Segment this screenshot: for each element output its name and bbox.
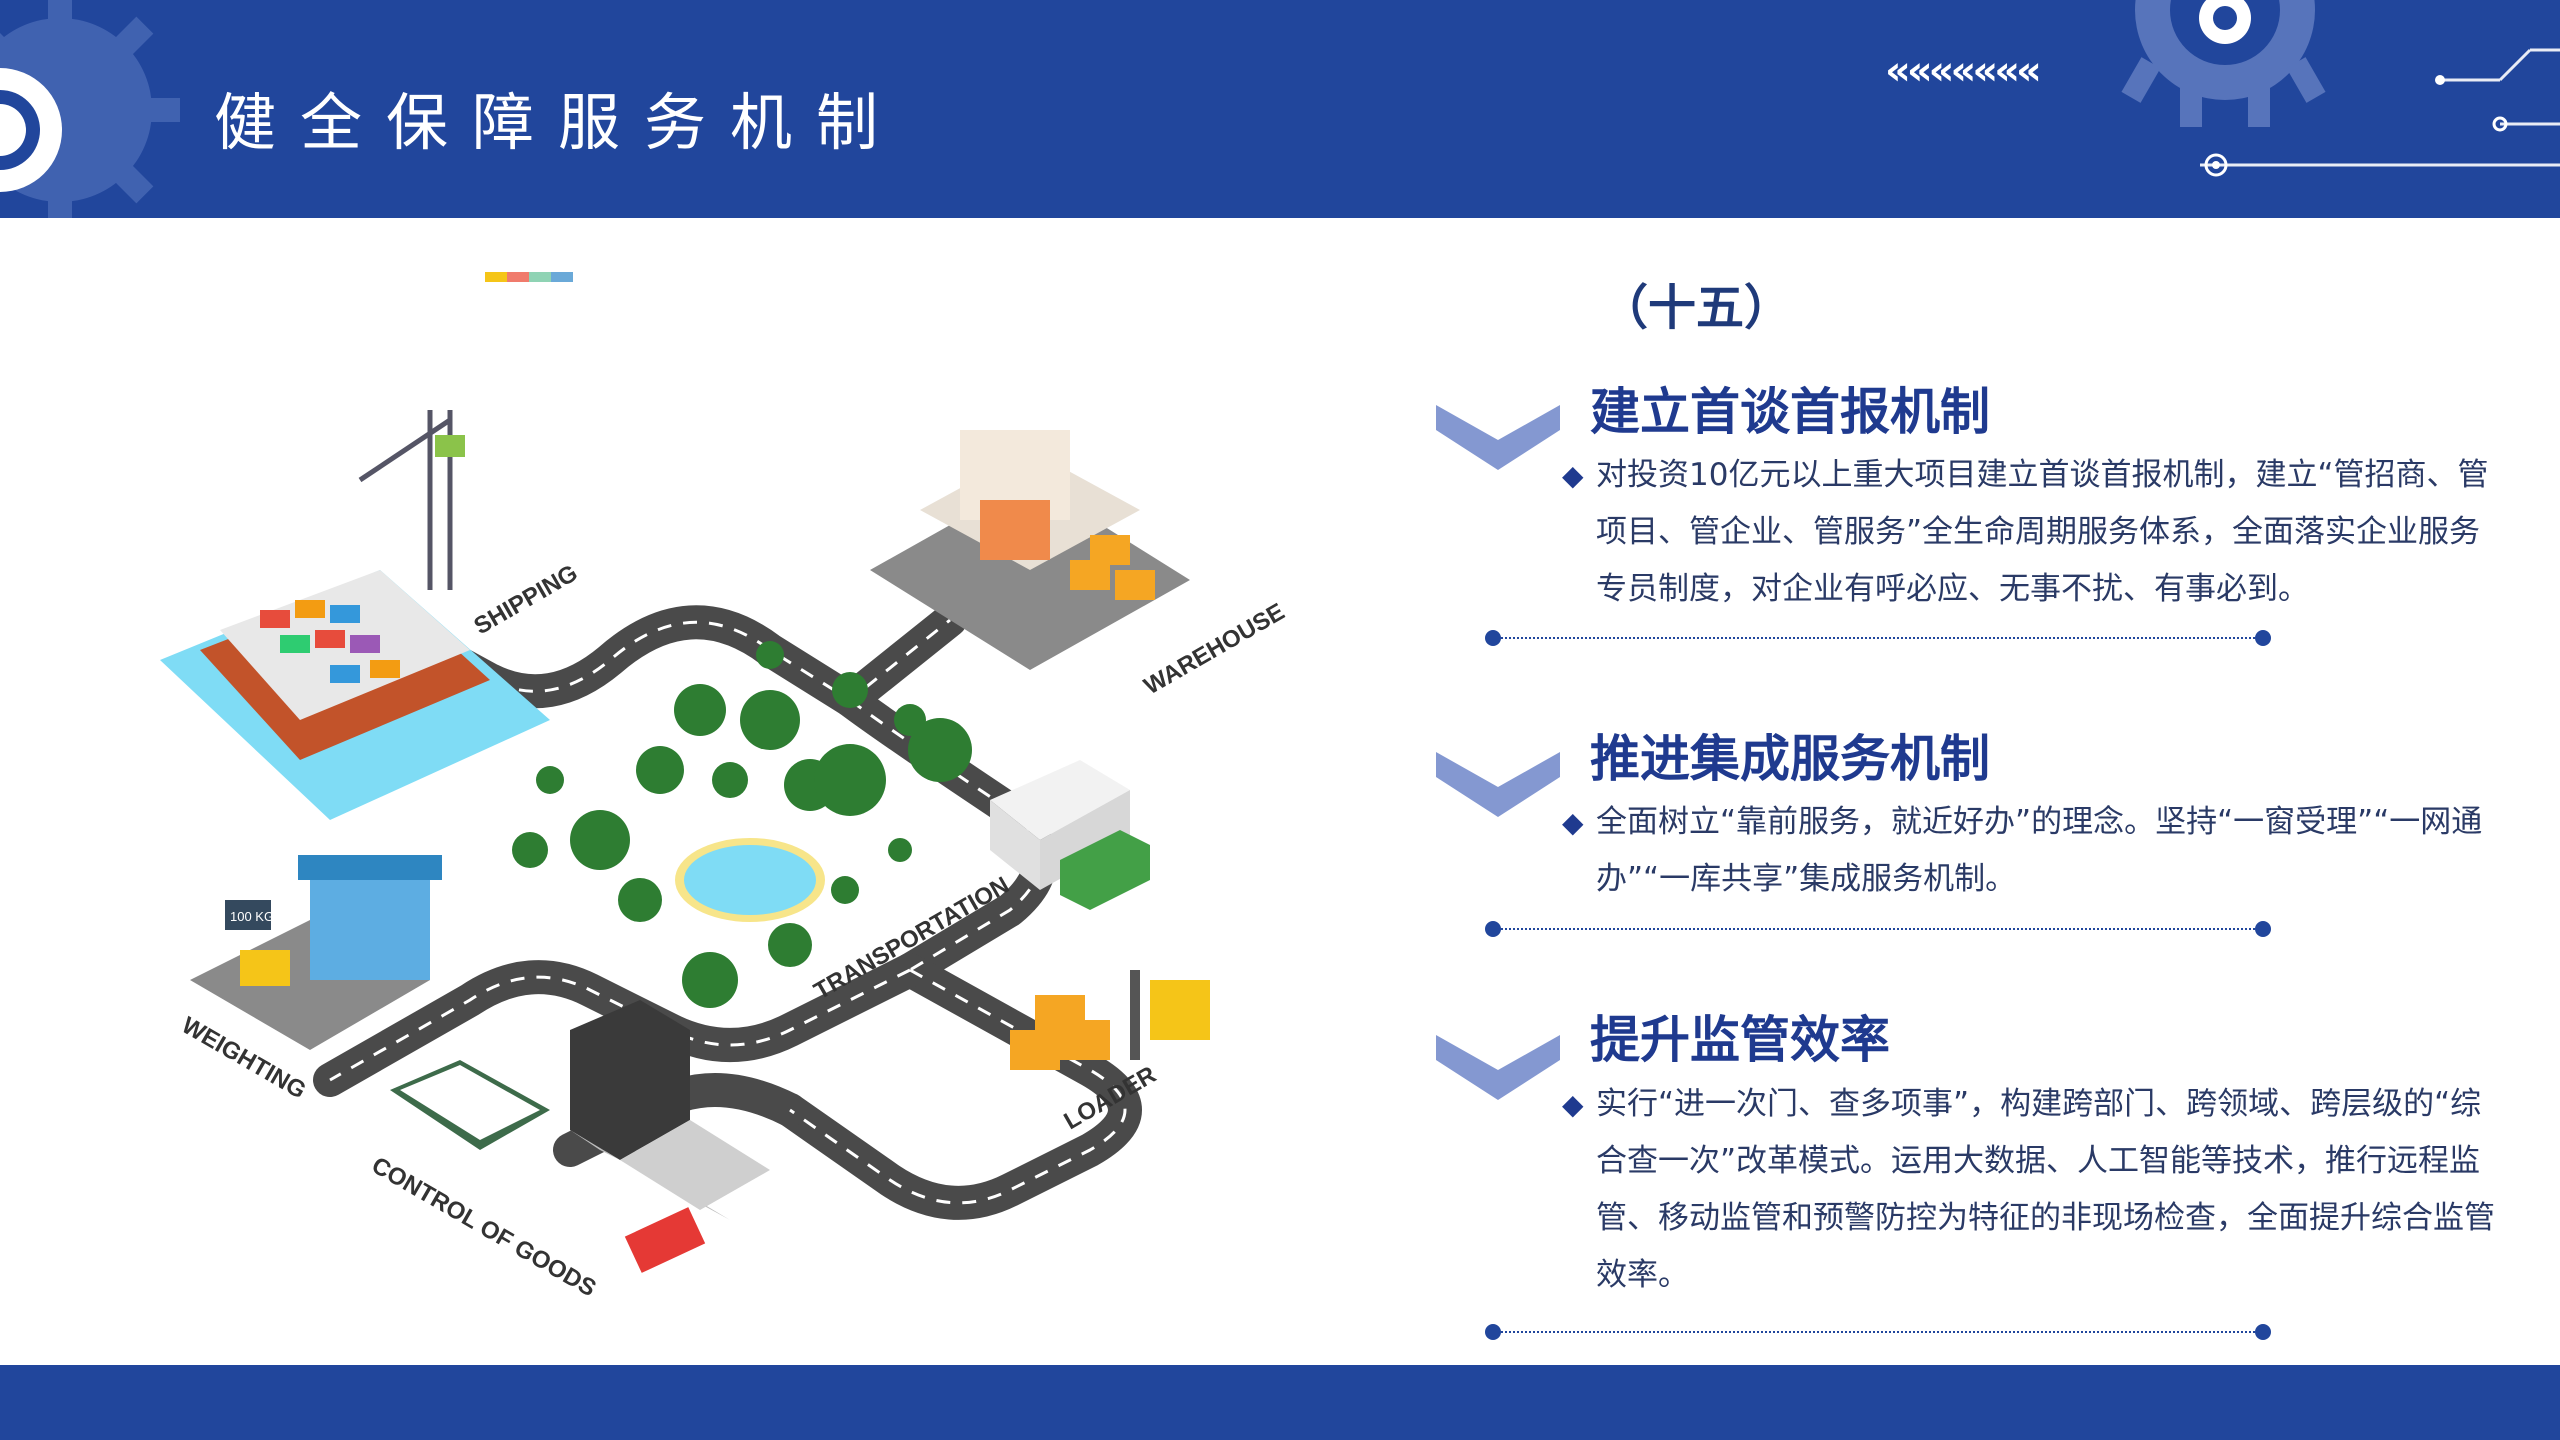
illus-label-control-of-goods: CONTROL OF GOODS [367,1152,601,1302]
header-bar: 健全保障服务机制 ««««««« [0,0,2560,218]
color-accent-bar [485,272,573,282]
chevron-left-icon: ««««««« [1885,48,2042,94]
section-body: ◆ 全面树立“靠前服务，就近好办”的理念。坚持“一窗受理”“一网通办”“一库共享… [1562,794,2502,908]
section-body: ◆ 对投资10亿元以上重大项目建立首谈首报机制，建立“管招商、管项目、管企业、管… [1562,447,2502,618]
circuit-decoration [2200,48,2560,177]
scale-sign: 100 KG [230,909,274,924]
section-divider [1485,1324,2271,1340]
section-title: 推进集成服务机制 [1590,730,1990,788]
chevron-down-icon [1436,1035,1560,1100]
section-title: 建立首谈首报机制 [1590,383,1990,441]
illus-label-shipping: SHIPPING [470,559,583,640]
logistics-illustration: SHIPPING WAREHOUSE TRANSPORTATION WEIGHT… [160,410,1290,1302]
diamond-icon: ◆ [1562,459,1584,492]
diamond-icon: ◆ [1562,806,1584,839]
page-title: 健全保障服务机制 [214,86,903,159]
section-body-text: 全面树立“靠前服务，就近好办”的理念。坚持“一窗受理”“一网通办”“一库共享”集… [1596,804,2483,897]
section-number: （十五） [1600,280,1793,336]
diamond-icon: ◆ [1562,1088,1584,1121]
chevron-down-icon [1436,752,1560,817]
section-body-text: 实行“进一次门、查多项事”，构建跨部门、跨领域、跨层级的“综合查一次”改革模式。… [1596,1086,2495,1293]
section-divider [1485,630,2271,646]
section-body: ◆ 实行“进一次门、查多项事”，构建跨部门、跨领域、跨层级的“综合查一次”改革模… [1562,1076,2502,1304]
section-title: 提升监管效率 [1590,1011,1890,1069]
footer-bar [0,1365,2560,1440]
illus-label-warehouse: WAREHOUSE [1140,598,1290,700]
section-divider [1485,921,2271,937]
section-body-text: 对投资10亿元以上重大项目建立首谈首报机制，建立“管招商、管项目、管企业、管服务… [1596,457,2489,607]
gear-icon [0,0,180,218]
chevron-down-icon [1436,405,1560,470]
gear-icon [2121,0,2326,127]
